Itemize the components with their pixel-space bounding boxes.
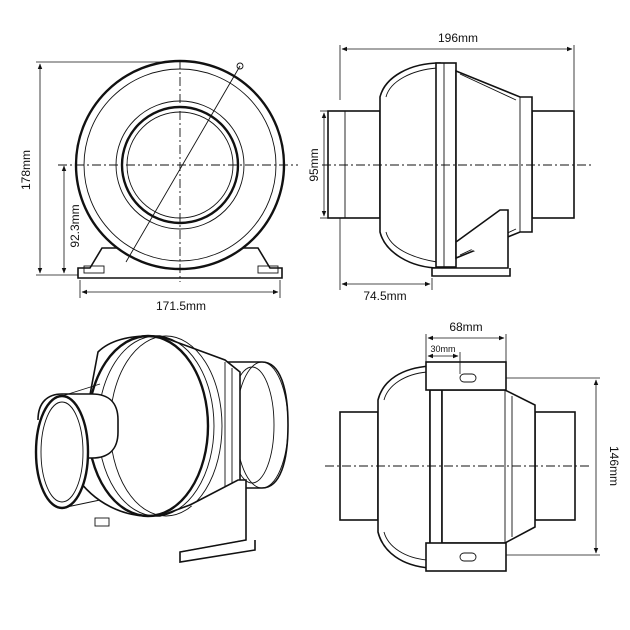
label-mount-width: 68mm [449, 320, 482, 334]
label-mount-height: 146mm [607, 446, 621, 486]
front-view [36, 59, 298, 298]
label-center-height: 92.3mm [68, 204, 82, 247]
side-view [320, 45, 592, 290]
label-duct-diameter: 95mm [307, 148, 321, 181]
label-outlet-offset: 74.5mm [363, 289, 406, 303]
label-width-total: 196mm [438, 31, 478, 45]
label-base-width: 171.5mm [156, 299, 206, 313]
perspective-view [34, 334, 289, 563]
top-view [325, 334, 600, 572]
label-slot-width: 30mm [430, 344, 455, 354]
label-height-total: 178mm [19, 150, 33, 190]
